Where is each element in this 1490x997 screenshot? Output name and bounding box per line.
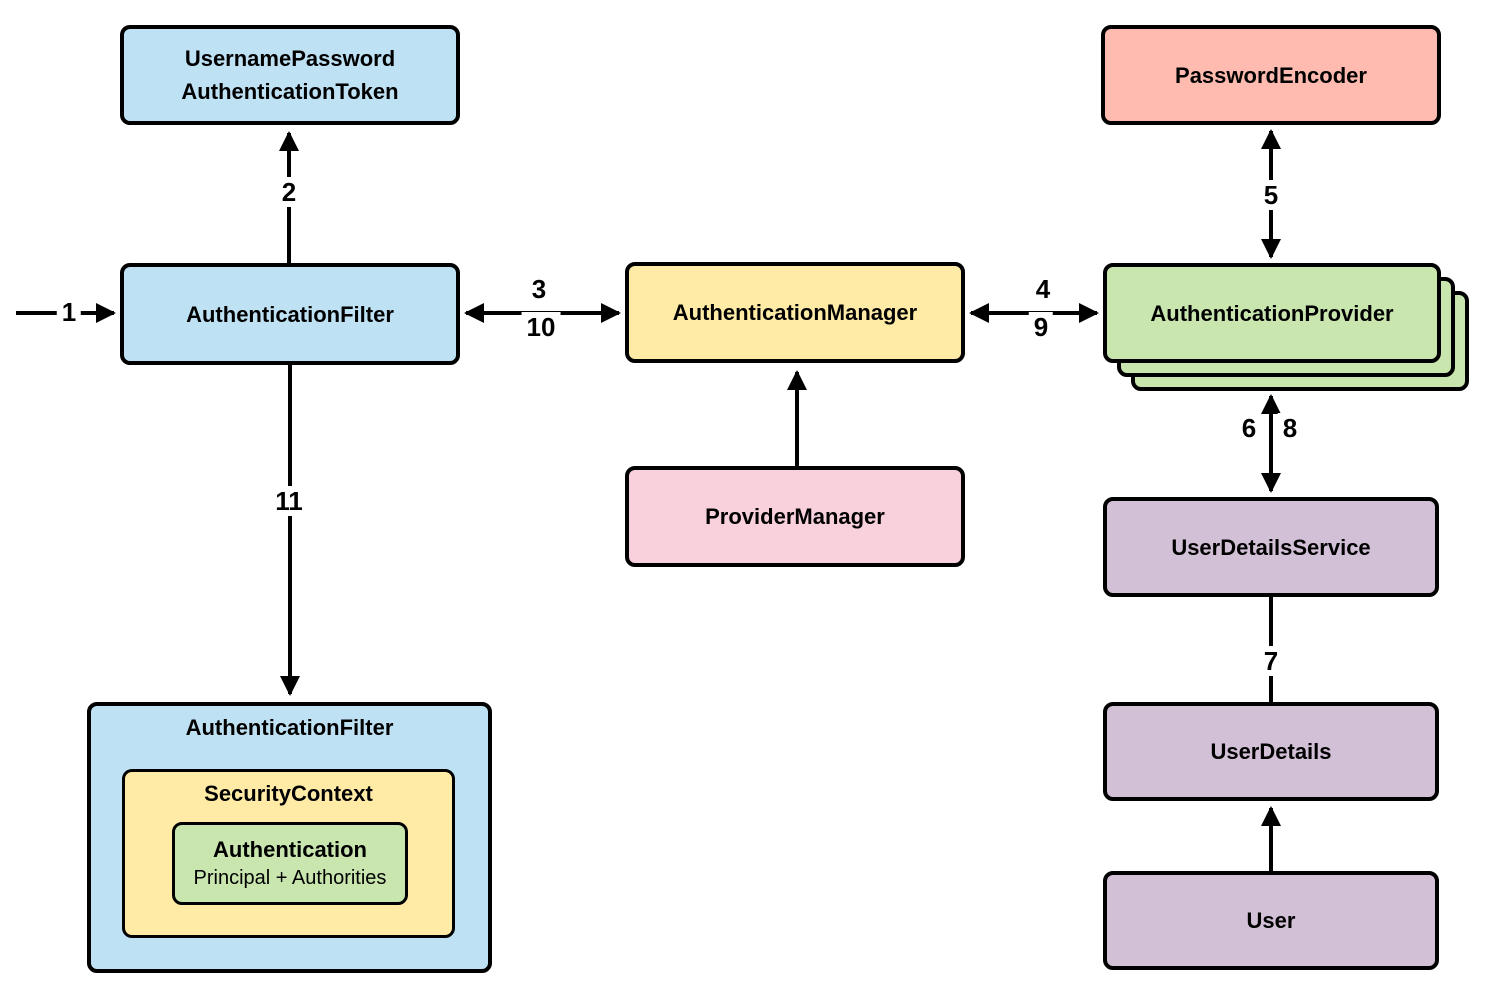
node-label-line2: AuthenticationToken	[181, 79, 399, 104]
node-authentication: Authentication Principal + Authorities	[172, 822, 408, 905]
group-title: AuthenticationFilter	[185, 715, 394, 740]
group-title: SecurityContext	[204, 781, 373, 806]
node-user-details: UserDetails	[1103, 702, 1439, 801]
edge-label-step6: 6	[1236, 413, 1262, 443]
edge-label-step7: 7	[1258, 646, 1284, 676]
node-label: User	[1246, 908, 1296, 933]
node-label: AuthenticationFilter	[186, 301, 394, 327]
node-user-details-service: UserDetailsService	[1103, 497, 1439, 597]
edge-label-step8: 8	[1277, 413, 1303, 443]
edge-label-step1: 1	[56, 297, 82, 327]
node-authentication-manager: AuthenticationManager	[625, 262, 965, 363]
node-label: ProviderManager	[705, 504, 885, 529]
edge-label-step4: 4	[1030, 274, 1056, 304]
edge-label-step3: 3	[526, 274, 552, 304]
edge-label-step2: 2	[276, 177, 302, 207]
node-label: Authentication	[213, 837, 367, 863]
edge-label-step11: 11	[270, 486, 308, 516]
node-username-password-authentication-token: UsernamePassword AuthenticationToken	[120, 25, 460, 125]
node-authentication-provider: AuthenticationProvider	[1103, 263, 1441, 363]
node-sublabel: Principal + Authorities	[193, 866, 387, 889]
node-password-encoder: PasswordEncoder	[1101, 25, 1441, 125]
edge-label-step9: 9	[1028, 312, 1054, 342]
node-label: UserDetailsService	[1171, 534, 1371, 560]
node-user: User	[1103, 871, 1439, 970]
node-label: AuthenticationProvider	[1150, 300, 1394, 326]
node-label: PasswordEncoder	[1175, 62, 1367, 88]
node-label: AuthenticationManager	[672, 300, 918, 325]
edge-label-step5: 5	[1258, 180, 1284, 210]
node-provider-manager: ProviderManager	[625, 466, 965, 567]
node-authentication-filter: AuthenticationFilter	[120, 263, 460, 365]
edge-label-step10: 10	[521, 312, 561, 342]
node-label: UserDetails	[1210, 739, 1332, 764]
node-label-line1: UsernamePassword	[184, 46, 396, 71]
